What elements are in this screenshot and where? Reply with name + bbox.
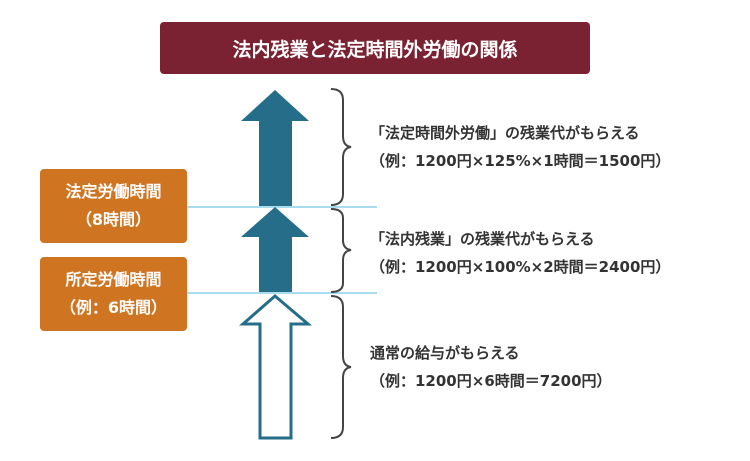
legal-overtime-arrow [241, 207, 309, 292]
brace-icon [330, 88, 352, 206]
regular-pay-arrow [239, 294, 313, 440]
brace-icon [330, 295, 352, 439]
box-sublabel: （8時間） [75, 210, 152, 229]
box-label: 法定労働時間 [65, 182, 162, 201]
brace-icon [330, 208, 352, 293]
statutory-hours-box: 法定労働時間 （8時間） [40, 169, 187, 243]
diagram-title: 法内残業と法定時間外労働の関係 [160, 22, 590, 74]
segment-example: （例：1200円×6時間＝7200円） [370, 372, 612, 390]
segment-example: （例：1200円×125%×1時間＝1500円） [370, 152, 671, 170]
segment-label: 「法定時間外労働」の残業代がもらえる [370, 124, 640, 142]
segment-example: （例：1200円×100%×2時間＝2400円） [370, 258, 671, 276]
overtime-description: 「法定時間外労働」の残業代がもらえる （例：1200円×125%×1時間＝150… [370, 119, 670, 175]
regular-pay-description: 通常の給与がもらえる （例：1200円×6時間＝7200円） [370, 339, 612, 395]
overtime-arrow [241, 90, 309, 206]
box-sublabel: （例：6時間） [59, 298, 168, 317]
box-label: 所定労働時間 [65, 270, 162, 289]
legal-overtime-description: 「法内残業」の残業代がもらえる （例：1200円×100%×2時間＝2400円） [370, 225, 670, 281]
scheduled-hours-box: 所定労働時間 （例：6時間） [40, 257, 187, 331]
segment-label: 「法内残業」の残業代がもらえる [370, 230, 595, 248]
segment-label: 通常の給与がもらえる [370, 344, 520, 362]
